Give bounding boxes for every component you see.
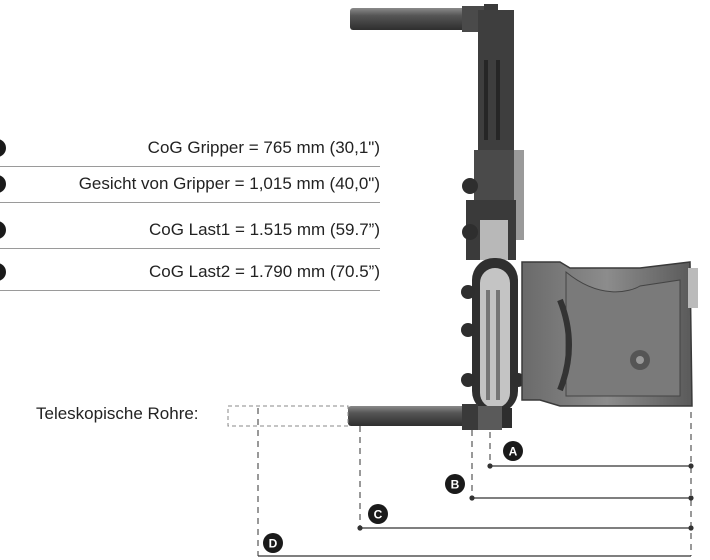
marker-a-badge: A [503,441,523,461]
marker-d-label: D [269,537,278,551]
legend-text-3: CoG Last1 = 1.515 mm (59.7”) [148,220,380,239]
load-box [521,261,698,407]
legend-row-3: CoG Last1 = 1.515 mm (59.7”) [0,212,380,249]
marker-b-label: B [451,478,460,492]
legend-badge-2 [0,175,6,193]
telescopic-tubes-label: Teleskopische Rohre: [36,404,199,423]
bottom-tube [348,404,512,430]
legend-row-1: CoG Gripper = 765 mm (30,1") [0,130,380,167]
reference-lines [257,408,692,556]
legend-badge-1 [0,139,6,157]
legend-row-4: CoG Last2 = 1.790 mm (70.5”) [0,254,380,291]
vertical-arm [462,10,524,260]
marker-d-badge: D [263,533,283,553]
marker-c-label: C [374,508,383,522]
gripper-arm [461,258,525,413]
top-tube [350,4,498,34]
telescopic-tube-outline [227,405,349,427]
legend-text-4: CoG Last2 = 1.790 mm (70.5”) [148,262,380,281]
marker-a-label: A [509,445,518,459]
marker-b-badge: B [445,474,465,494]
marker-c-badge: C [368,504,388,524]
legend-badge-3 [0,221,6,239]
legend-badge-4 [0,263,6,281]
legend-text-2: Gesicht von Gripper = 1,015 mm (40,0") [78,174,380,193]
legend-text-1: CoG Gripper = 765 mm (30,1") [147,138,380,157]
dimension-lines [258,463,694,557]
legend-row-2: Gesicht von Gripper = 1,015 mm (40,0") [0,166,380,203]
